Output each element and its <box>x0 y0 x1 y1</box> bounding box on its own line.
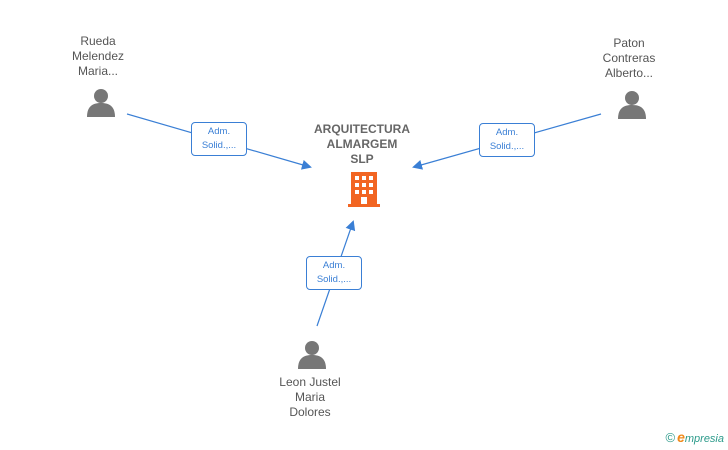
building-icon[interactable] <box>348 172 380 207</box>
edge-label-leon[interactable]: Adm. Solid.,... <box>306 256 362 290</box>
person-name-rueda[interactable]: Rueda Melendez Maria... <box>71 34 125 78</box>
person-icon[interactable] <box>87 89 115 117</box>
edge-label-rueda[interactable]: Adm. Solid.,... <box>191 122 247 156</box>
company-name[interactable]: ARQUITECTURA ALMARGEM SLP <box>314 122 410 166</box>
copyright-icon: © <box>665 430 676 445</box>
person-name-paton[interactable]: Paton Contreras Alberto... <box>602 36 656 80</box>
brand-logo[interactable]: ©empresia <box>665 429 724 445</box>
person-icon[interactable] <box>298 341 326 369</box>
person-icon[interactable] <box>618 91 646 119</box>
person-name-leon[interactable]: Leon Justel Maria Dolores <box>279 375 341 419</box>
edge-label-paton[interactable]: Adm. Solid.,... <box>479 123 535 157</box>
